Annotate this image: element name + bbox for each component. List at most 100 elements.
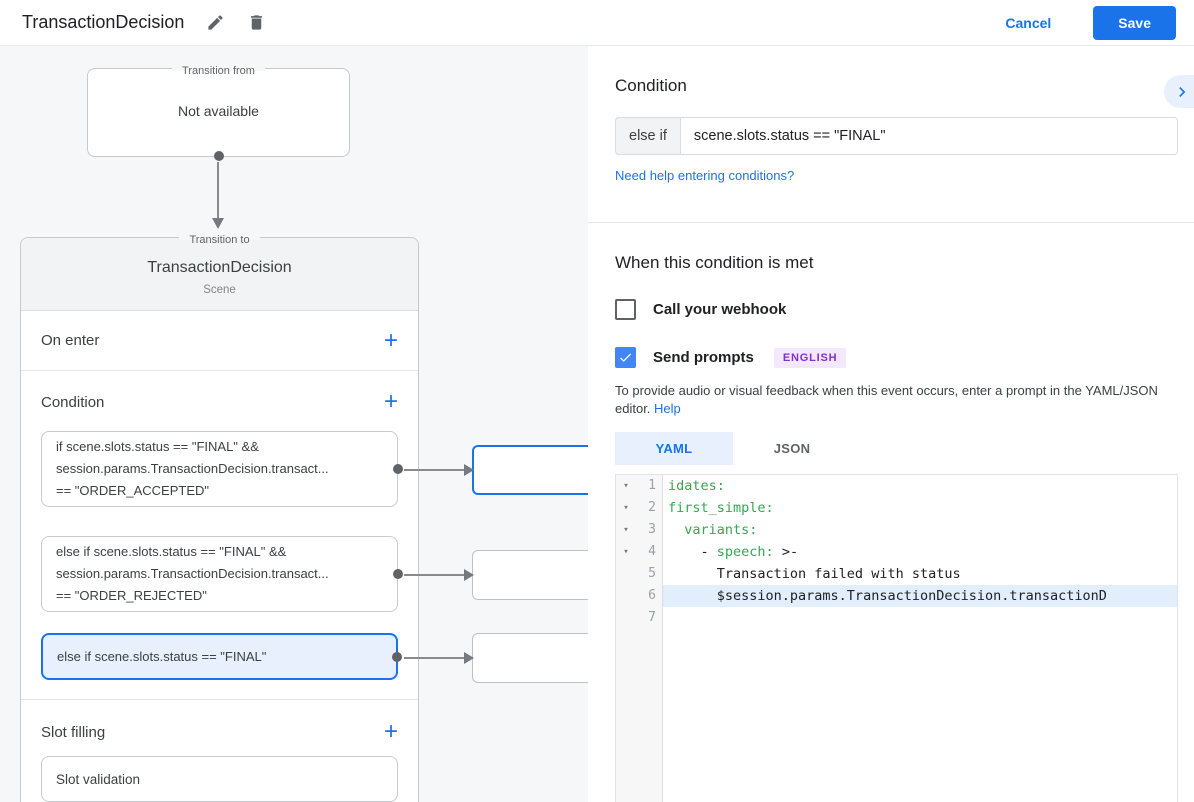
condition-card[interactable]: else if scene.slots.status == "FINAL" &&… — [41, 536, 403, 612]
transition-from-content: Not available — [178, 102, 259, 119]
fold-gutter — [616, 563, 636, 585]
condition-heading: Condition — [615, 76, 687, 95]
on-enter-row: On enter + — [21, 311, 418, 371]
condition-line: == "ORDER_REJECTED" — [56, 588, 207, 603]
slot-validation-card[interactable]: Slot validation — [41, 756, 398, 802]
condition-line: if scene.slots.status == "FINAL" && — [56, 439, 259, 454]
slot-validation-label: Slot validation — [56, 771, 141, 787]
condition-section-label: Condition — [41, 393, 105, 411]
language-badge: ENGLISH — [773, 347, 847, 368]
code-line: 6 $session.params.TransactionDecision.tr… — [616, 585, 1177, 607]
save-button[interactable]: Save — [1093, 5, 1176, 40]
transition-from-legend: Transition from — [88, 61, 349, 79]
code-text[interactable]: Transaction failed with status — [668, 566, 961, 582]
condition-expression-input[interactable] — [680, 117, 1178, 155]
transition-to-legend: Transition to — [21, 230, 418, 248]
condition-line: session.params.TransactionDecision.trans… — [56, 566, 329, 581]
scene-subtitle: Scene — [203, 284, 236, 296]
line-number: 5 — [636, 563, 663, 585]
on-enter-label: On enter — [41, 332, 100, 349]
transition-target-box-3[interactable] — [472, 633, 588, 683]
send-prompts-row: Send prompts ENGLISH — [615, 347, 1178, 368]
line-number: 7 — [636, 607, 663, 629]
webhook-label: Call your webhook — [653, 301, 787, 318]
slot-filling-row: Slot filling + — [21, 708, 418, 756]
add-condition-button[interactable]: + — [383, 388, 398, 415]
code-text[interactable]: - speech: >- — [668, 544, 799, 560]
condition-editor-panel: Condition else if Need help entering con… — [588, 46, 1194, 802]
scene-title: TransactionDecision — [147, 259, 292, 276]
code-text[interactable]: first_simple: — [668, 500, 774, 516]
code-text[interactable]: $session.params.TransactionDecision.tran… — [663, 585, 1177, 607]
editor-tabs: YAML JSON — [615, 432, 1178, 465]
arrow-line — [404, 574, 466, 576]
code-line: 5 Transaction failed with status — [616, 563, 1177, 585]
transition-target-box-2[interactable] — [472, 550, 588, 600]
condition-line: else if scene.slots.status == "FINAL" && — [56, 544, 287, 559]
flow-arrow-line — [217, 162, 219, 218]
fold-arrow-icon[interactable]: ▾ — [616, 519, 636, 541]
empty-code-area[interactable] — [663, 629, 1177, 802]
add-slot-button[interactable]: + — [383, 718, 398, 745]
chevron-right-icon — [1179, 86, 1186, 97]
tab-yaml[interactable]: YAML — [615, 432, 733, 465]
connector-dot — [393, 464, 403, 474]
condition-line: else if scene.slots.status == "FINAL" — [57, 648, 267, 664]
collapse-panel-button[interactable] — [1164, 75, 1194, 108]
arrow-line — [404, 469, 466, 471]
code-text[interactable]: idates: — [668, 478, 725, 494]
transition-to-box: Transition to TransactionDecision Scene … — [20, 234, 419, 802]
page-title: TransactionDecision — [22, 12, 185, 32]
trash-icon — [251, 15, 263, 30]
condition-card[interactable]: if scene.slots.status == "FINAL" &&sessi… — [41, 431, 403, 507]
hint-text: To provide audio or visual feedback when… — [615, 383, 1158, 416]
code-line: ▾4 - speech: >- — [616, 541, 1177, 563]
fold-gutter — [616, 629, 636, 802]
add-on-enter-button[interactable]: + — [383, 326, 398, 354]
line-number: 4 — [636, 541, 663, 563]
pencil-icon — [208, 15, 224, 30]
condition-input-row: else if — [615, 117, 1178, 155]
condition-help-link[interactable]: Need help entering conditions? — [615, 168, 795, 183]
cancel-button[interactable]: Cancel — [999, 14, 1057, 32]
line-number: 3 — [636, 519, 663, 541]
send-prompts-label: Send prompts — [653, 349, 754, 366]
webhook-checkbox[interactable] — [615, 299, 636, 320]
line-number: 6 — [636, 585, 663, 607]
condition-card[interactable]: else if scene.slots.status == "FINAL" — [41, 633, 402, 680]
transition-from-box[interactable]: Transition from Not available — [87, 65, 350, 161]
flow-arrow-head-icon — [212, 218, 224, 229]
code-line: 7 — [616, 607, 1177, 629]
prompt-hint: To provide audio or visual feedback when… — [615, 382, 1178, 417]
scene-header[interactable]: TransactionDecision Scene — [21, 238, 418, 311]
transition-target-box-1[interactable] — [472, 445, 588, 495]
panel-divider — [588, 222, 1194, 223]
code-text[interactable] — [663, 607, 1177, 629]
editor-filler — [616, 629, 1177, 802]
condition-line: == "ORDER_ACCEPTED" — [56, 483, 209, 498]
section-divider — [21, 699, 418, 700]
else-if-prefix: else if — [615, 117, 681, 155]
send-prompts-checkbox[interactable] — [615, 347, 636, 368]
fold-arrow-icon[interactable]: ▾ — [616, 475, 636, 497]
edit-button[interactable] — [206, 13, 225, 32]
delete-button[interactable] — [247, 13, 266, 32]
arrow-head-icon — [464, 652, 474, 664]
slot-filling-label: Slot filling — [41, 723, 106, 741]
fold-arrow-icon[interactable]: ▾ — [616, 541, 636, 563]
connector-dot — [213, 151, 224, 161]
fold-arrow-icon[interactable]: ▾ — [616, 497, 636, 519]
webhook-row: Call your webhook — [615, 299, 1178, 320]
arrow-head-icon — [464, 464, 474, 476]
fold-gutter — [616, 585, 636, 607]
help-link[interactable]: Help — [654, 400, 681, 416]
code-text[interactable]: variants: — [684, 522, 758, 538]
scene-diagram-canvas: Transition from Not available Transition… — [0, 46, 588, 802]
tab-json[interactable]: JSON — [773, 441, 811, 456]
connector-dot — [393, 569, 403, 579]
connector-dot — [392, 651, 402, 662]
